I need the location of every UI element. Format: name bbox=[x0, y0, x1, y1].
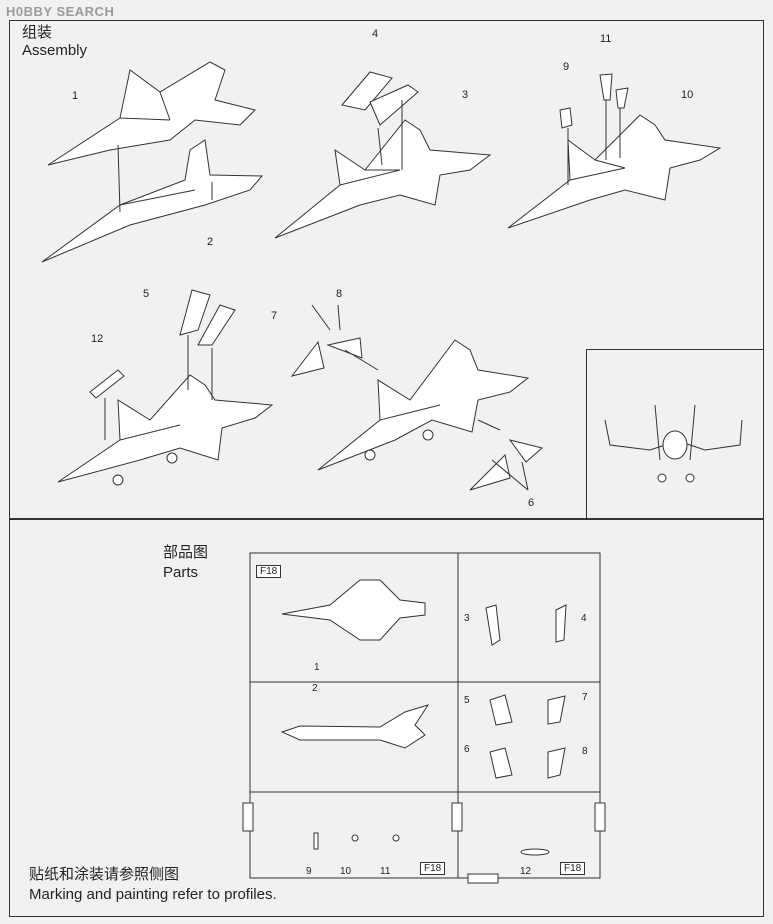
step4-aircraft bbox=[57, 374, 274, 486]
sprue-num-8: 8 bbox=[582, 746, 588, 757]
callout-3: 3 bbox=[462, 89, 469, 101]
sprue-num-4: 4 bbox=[581, 613, 587, 624]
sprue-num-12: 12 bbox=[520, 866, 532, 877]
callout-12: 12 bbox=[91, 333, 104, 345]
sprue-tag-bottom-right: F18 bbox=[560, 862, 586, 875]
parts-frame bbox=[9, 519, 764, 917]
part5-shape bbox=[179, 289, 211, 336]
callout-10: 10 bbox=[681, 89, 694, 101]
step1-upper-fuselage bbox=[47, 61, 256, 166]
part7-shape bbox=[197, 304, 236, 346]
sprue-num-2: 2 bbox=[312, 683, 318, 694]
sprue-part3 bbox=[485, 604, 501, 646]
callout-5: 5 bbox=[143, 288, 150, 300]
sprue-frame bbox=[242, 552, 606, 884]
front-view-box bbox=[586, 349, 764, 519]
callout-7: 7 bbox=[271, 310, 278, 322]
parts-title-en: Parts bbox=[163, 564, 199, 581]
sprue-num-11: 11 bbox=[380, 866, 391, 877]
part9-shape bbox=[559, 107, 573, 129]
watermark: H0BBY SEARCH bbox=[6, 4, 115, 19]
callout-2: 2 bbox=[207, 236, 214, 248]
callout-8: 8 bbox=[336, 288, 343, 300]
part10-shape bbox=[615, 87, 629, 109]
front-view-aircraft bbox=[604, 404, 743, 483]
sprue-part1 bbox=[281, 579, 426, 641]
sprue-part8 bbox=[547, 747, 566, 779]
step3-guides bbox=[567, 100, 621, 185]
marking-note-cn: 贴纸和涂装请参照侧图 bbox=[29, 866, 180, 883]
sprue-part4 bbox=[555, 604, 567, 643]
part6b-shape bbox=[508, 439, 544, 463]
part6a-shape bbox=[469, 453, 511, 491]
callout-11: 11 bbox=[600, 33, 612, 45]
sprue-num-9: 9 bbox=[306, 866, 312, 877]
callout-9: 9 bbox=[563, 61, 570, 73]
step3-aircraft bbox=[507, 114, 722, 229]
assembly-frame bbox=[9, 20, 764, 519]
step2-guides bbox=[377, 100, 403, 170]
sprue-num-1: 1 bbox=[314, 662, 320, 673]
sprue-num-7: 7 bbox=[582, 692, 588, 703]
step2-canopy bbox=[341, 71, 393, 111]
part11-shape bbox=[599, 73, 613, 101]
sprue-part5 bbox=[489, 694, 513, 726]
callout-4: 4 bbox=[372, 28, 379, 40]
step2-aircraft bbox=[274, 119, 492, 239]
step1-guides bbox=[117, 144, 213, 213]
step5-aircraft bbox=[317, 339, 530, 471]
sprue-part2 bbox=[280, 704, 430, 749]
sprue-num-10: 10 bbox=[340, 866, 352, 877]
assembly-title-en: Assembly bbox=[22, 42, 88, 59]
assembly-title-cn: 组装 bbox=[22, 24, 53, 41]
sprue-num-5: 5 bbox=[464, 695, 470, 706]
part8b-shape bbox=[326, 337, 363, 359]
sprue-num-3: 3 bbox=[464, 613, 470, 624]
step4-guides bbox=[104, 335, 213, 440]
callout-1: 1 bbox=[72, 90, 79, 102]
marking-note-en: Marking and painting refer to profiles. bbox=[29, 886, 277, 903]
step1-lower-fuselage bbox=[41, 139, 264, 263]
part8a-shape bbox=[290, 340, 325, 377]
step5-guides bbox=[311, 304, 529, 491]
sprue-tag-top: F18 bbox=[256, 565, 282, 578]
parts-title-cn: 部品图 bbox=[163, 544, 209, 561]
sprue-small-parts bbox=[313, 832, 550, 856]
step2-intake bbox=[369, 84, 419, 126]
sprue-part6 bbox=[489, 747, 513, 779]
sprue-num-6: 6 bbox=[464, 744, 470, 755]
callout-6: 6 bbox=[528, 497, 535, 509]
sprue-part7 bbox=[547, 695, 566, 725]
sprue-tag-bottom-mid: F18 bbox=[420, 862, 446, 875]
part12-shape bbox=[89, 369, 125, 399]
